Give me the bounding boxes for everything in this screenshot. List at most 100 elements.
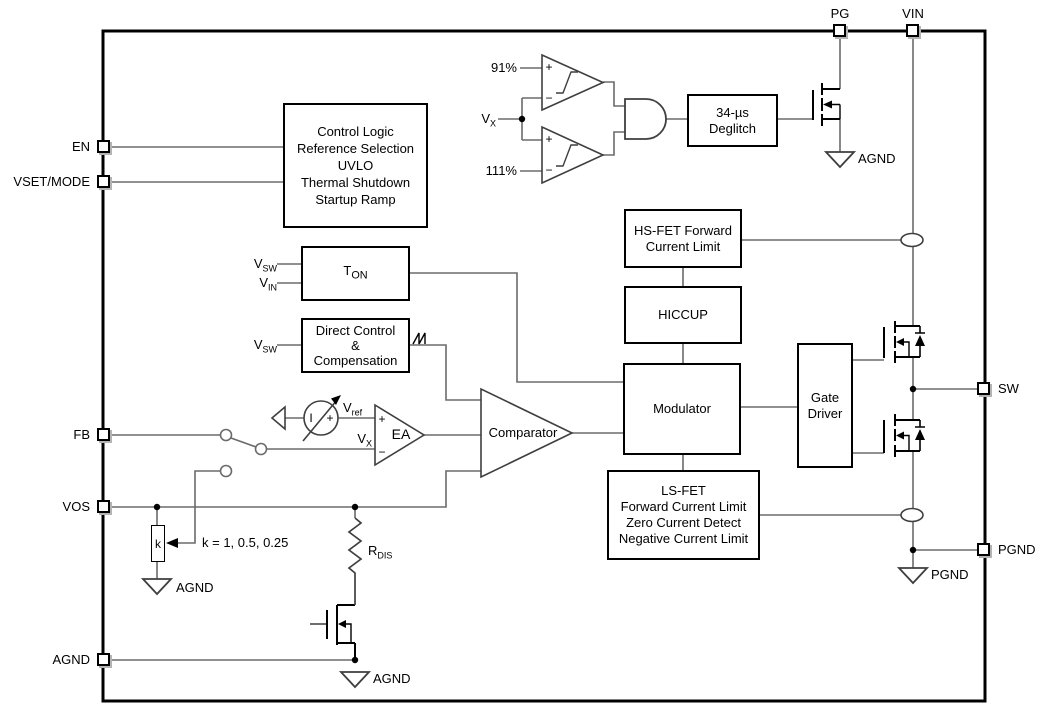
label-vx-ea: VX — [357, 431, 372, 449]
block-label: Modulator — [653, 401, 711, 416]
pin-label-vset-mode: VSET/MODE — [13, 174, 90, 189]
fet-body-arrow — [896, 431, 904, 440]
switch-pole-fb — [219, 428, 233, 442]
error-amplifier-symbol — [374, 403, 426, 467]
comparator-symbol — [480, 387, 574, 479]
label-vx-top: VX — [481, 111, 496, 129]
pin-pg — [833, 24, 846, 37]
ea-plus-marker: + — [378, 412, 386, 426]
current-source-plus-marker: + — [326, 411, 334, 425]
block-line: Forward Current Limit — [620, 499, 747, 514]
adjust-arrow-line — [302, 399, 338, 442]
current-source-i-label: I — [309, 411, 313, 425]
block-line: 34-µs — [716, 104, 749, 120]
block-line: Control Logic — [317, 124, 394, 139]
chip-border — [101, 29, 987, 703]
rdis-resistor-symbol — [347, 517, 363, 605]
ls-current-sense-icon — [900, 507, 924, 523]
pin-label-pgnd: PGND — [998, 542, 1036, 557]
block-line: Deglitch — [709, 120, 756, 136]
switch-common — [254, 442, 268, 456]
block-label: k — [155, 536, 161, 551]
wire-ramp-to-comparator — [410, 344, 481, 401]
label-vsw-ton: VSW — [253, 256, 277, 274]
comparator-111-symbol — [541, 125, 605, 185]
modulator-block: Modulator — [623, 363, 741, 455]
ton-block: TON — [301, 246, 410, 301]
fet-body-arrow — [896, 338, 904, 346]
and-gate-symbol — [624, 98, 667, 140]
switch-pole-kdivider — [219, 464, 233, 478]
block-line: Direct Control — [315, 323, 396, 338]
pin-label-agnd: AGND — [52, 652, 90, 667]
agnd-symbol-discharge — [338, 671, 372, 689]
pin-label-fb: FB — [73, 427, 90, 442]
label-agnd-k: AGND — [176, 580, 214, 595]
pin-fb — [97, 428, 110, 441]
hysteresis-icon — [556, 71, 578, 94]
hiccup-block: HICCUP — [624, 286, 742, 344]
pin-vos — [97, 500, 110, 513]
fet-body-arrow — [823, 100, 832, 109]
wire-switch-to-kdivider — [178, 470, 220, 544]
fet-body-arrow — [338, 620, 346, 628]
label-comparator: Comparator — [488, 425, 558, 440]
direct-control-block: Direct Control & Compensation — [301, 318, 410, 373]
wire-ton-to-modulator — [410, 272, 623, 383]
current-dac-symbol — [270, 395, 341, 442]
label-rdis: RDIS — [368, 543, 393, 561]
wire-comp111-to-and — [603, 131, 625, 156]
agnd-symbol-pg — [823, 151, 857, 169]
fb-mode-switch — [219, 428, 268, 478]
pin-label-vin: VIN — [902, 6, 924, 21]
hysteresis-icon — [556, 144, 578, 167]
pg-fet-symbol — [812, 83, 841, 126]
hs-current-sense-icon — [900, 232, 924, 248]
ea-minus-marker: − — [378, 445, 386, 459]
adjust-arrowhead — [331, 395, 341, 405]
block-line: Gate — [810, 389, 840, 405]
block-label: TON — [343, 263, 368, 282]
comp91-minus-marker: − — [545, 91, 553, 105]
junction-dots — [153, 115, 917, 664]
label-vin-ton: VIN — [259, 275, 277, 293]
comp111-minus-marker: − — [545, 163, 553, 177]
comp91-plus-marker: + — [545, 60, 553, 74]
control-logic-block: Control Logic Reference Selection UVLO T… — [283, 103, 428, 228]
k-tap-arrow — [166, 538, 178, 548]
pin-label-vos: VOS — [62, 499, 90, 514]
block-line: & — [351, 338, 360, 353]
hs-fet-symbol — [883, 321, 925, 363]
junction-vos-rdis — [351, 503, 359, 511]
label-agnd-pg: AGND — [858, 151, 896, 166]
body-diode-icon — [915, 335, 925, 346]
block-label: HICCUP — [658, 307, 708, 322]
junction-agnd — [351, 656, 359, 664]
comp111-plus-marker: + — [545, 132, 553, 146]
pin-agnd — [97, 653, 110, 666]
label-ea: EA — [391, 426, 411, 442]
junction-sw — [909, 385, 917, 393]
pin-label-pg: PG — [830, 6, 850, 21]
block-line: Reference Selection — [296, 141, 415, 156]
ls-fet-limit-block: LS-FET Forward Current Limit Zero Curren… — [607, 470, 760, 560]
hs-fet-limit-block: HS-FET Forward Current Limit — [624, 209, 742, 268]
label-pgnd-symbol: PGND — [931, 567, 969, 582]
pin-label-sw: SW — [998, 381, 1019, 396]
block-line: LS-FET — [661, 483, 706, 498]
label-91pct: 91% — [490, 60, 517, 75]
block-line: Startup Ramp — [315, 192, 396, 207]
block-line: Zero Current Detect — [626, 515, 741, 530]
comparator-91-symbol — [541, 53, 605, 112]
k-divider-block: k — [151, 525, 165, 562]
pgnd-symbol — [896, 567, 930, 585]
pin-label-en: EN — [71, 139, 90, 154]
ls-fet-symbol — [883, 414, 925, 457]
junction-vx — [518, 115, 526, 123]
agnd-symbol-k — [140, 578, 174, 596]
block-line: Negative Current Limit — [618, 531, 749, 546]
left-arrowhead-icon — [270, 405, 286, 431]
block-line: Driver — [807, 405, 843, 421]
